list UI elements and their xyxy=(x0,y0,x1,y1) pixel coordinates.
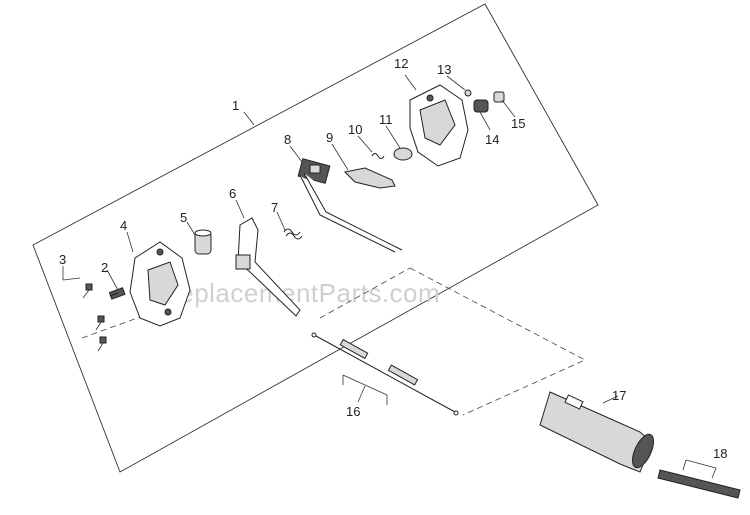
callout-5: 5 xyxy=(180,210,187,225)
part-6-trigger-lever xyxy=(235,217,301,317)
callout-4: 4 xyxy=(120,218,127,233)
callout-10: 10 xyxy=(348,122,362,137)
callout-15: 15 xyxy=(511,116,525,131)
part-16-throttle-cable xyxy=(311,332,459,416)
callout-9: 9 xyxy=(326,130,333,145)
callout-11: 11 xyxy=(379,112,393,127)
callout-12: 12 xyxy=(394,56,408,71)
part-7-spring xyxy=(283,228,303,240)
dashed-guide-cable-lower xyxy=(319,267,411,319)
part-2-bolt xyxy=(108,287,126,300)
callout-2: 2 xyxy=(101,260,108,275)
callout-13: 13 xyxy=(437,62,451,77)
dashed-guide-cable xyxy=(409,267,586,416)
part-11-pin xyxy=(393,147,413,161)
part-3-screws xyxy=(82,283,107,352)
callout-3: 3 xyxy=(59,252,66,267)
assembly-1-outline xyxy=(32,3,599,473)
callout-7: 7 xyxy=(271,200,278,215)
callout-1: 1 xyxy=(232,98,239,113)
part-15-screw xyxy=(493,91,505,103)
callout-6: 6 xyxy=(229,186,236,201)
part-17-grip-handle xyxy=(539,391,655,473)
leader-lines xyxy=(62,74,717,479)
part-12-housing-half xyxy=(409,84,469,167)
part-13-nut xyxy=(464,89,472,97)
part-8-switch-wires xyxy=(297,158,403,253)
part-9-throttle-trigger xyxy=(343,167,396,189)
callout-18: 18 xyxy=(713,446,727,461)
part-18-shaft xyxy=(657,469,741,499)
part-10-small-spring xyxy=(371,153,385,159)
part-5-collar xyxy=(194,229,212,255)
callout-14: 14 xyxy=(485,132,499,147)
callout-8: 8 xyxy=(284,132,291,147)
callout-17: 17 xyxy=(612,388,626,403)
callout-16: 16 xyxy=(346,404,360,419)
part-4-housing-half xyxy=(129,241,191,327)
part-14-spring-coil xyxy=(473,99,489,113)
